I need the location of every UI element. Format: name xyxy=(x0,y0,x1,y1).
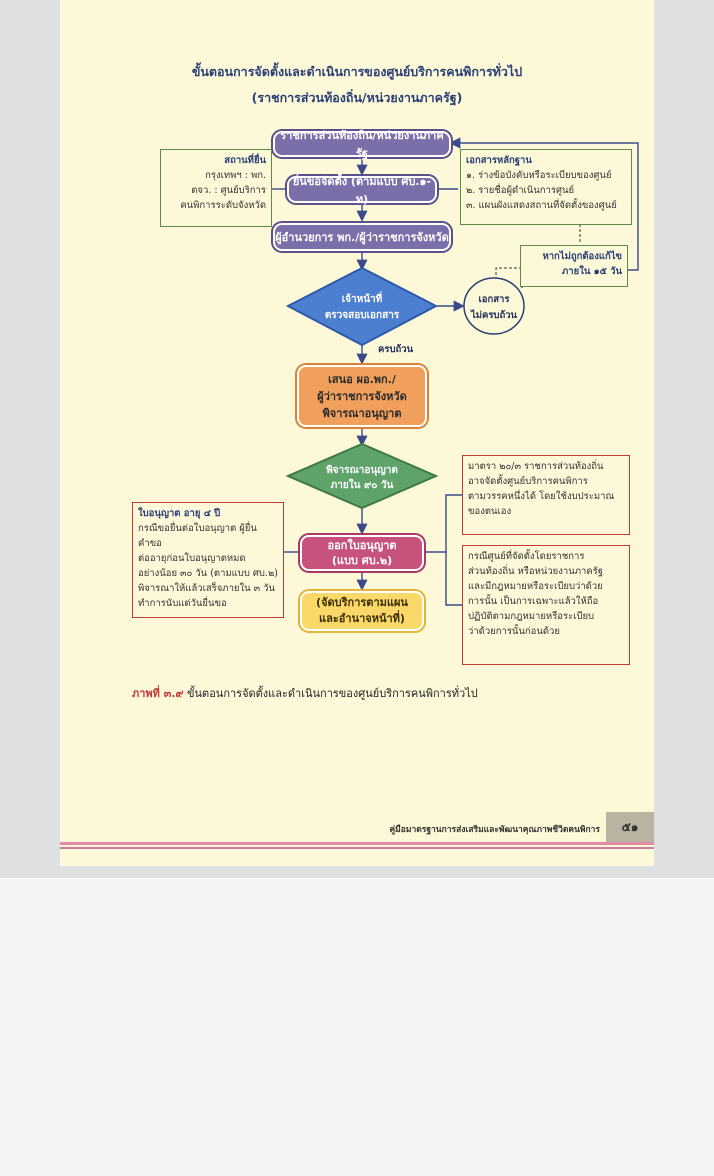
node-propose-line2: ผู้ว่าราชการจังหวัด xyxy=(317,389,407,403)
case-line6: ว่าด้วยการนั้นก่อนด้วย xyxy=(468,626,560,637)
section-line1: มาตรา ๒๐/๓ ราชการส่วนท้องถิ่น xyxy=(468,461,604,472)
box-section-20-3: มาตรา ๒๐/๓ ราชการส่วนท้องถิ่น อาจจัดตั้ง… xyxy=(462,455,630,535)
docs-line3: ๓. แผนผังแสดงสถานที่จัดตั้งของศูนย์ xyxy=(466,200,617,211)
node-issue-line2: (แบบ ศบ.๒) xyxy=(331,554,393,567)
page-subtitle: (ราชการส่วนท้องถิ่น/หน่วยงานภาครัฐ) xyxy=(251,90,463,105)
license-line5: ทำการนับแต่วันยื่นขอ xyxy=(138,598,227,609)
box-special-case: กรณีศูนย์ที่จัดตั้งโดยราชการ ส่วนท้องถิ่… xyxy=(462,545,630,665)
license-line3: อย่างน้อย ๓๐ วัน (ตามแบบ ศบ.๒) xyxy=(138,568,278,579)
bracket-right-notes xyxy=(445,494,462,606)
docs-line2: ๒. รายชื่อผู้ดำเนินการศูนย์ xyxy=(466,185,575,196)
diamond1-line1: เจ้าหน้าที่ xyxy=(341,294,383,305)
caption-prefix: ภาพที่ ๓.๙ xyxy=(132,687,184,700)
figure-caption: ภาพที่ ๓.๙ ขั้นตอนการจัดตั้งและดำเนินการ… xyxy=(132,684,478,702)
box-license-4-years: ใบอนุญาต อายุ ๔ ปี กรณีขอยื่นต่อใบอนุญาต… xyxy=(132,502,284,618)
docs-heading: เอกสารหลักฐาน xyxy=(466,155,532,166)
node-provide-line2: และอำนาจหน้าที่) xyxy=(319,612,405,625)
license-line4: พิจารณาให้แล้วเสร็จภายใน ๓ วัน xyxy=(138,583,275,594)
node-provide-services: (จัดบริการตามแผน และอำนาจหน้าที่) xyxy=(300,591,424,631)
node-propose-line3: พิจารณาอนุญาต xyxy=(322,406,402,420)
footer-rule-2 xyxy=(60,847,654,849)
label-complete: ครบถ้วน xyxy=(378,344,414,355)
node-issue-license: ออกใบอนุญาต (แบบ ศบ.๒) xyxy=(300,535,424,571)
fix-line2: ภายใน ๑๕ วัน xyxy=(562,266,622,277)
footer-text: คู่มือมาตรฐานการส่งเสริมและพัฒนาคุณภาพชี… xyxy=(389,825,600,835)
diamond-check-documents xyxy=(285,266,439,347)
circle-line2: ไม่ครบถ้วน xyxy=(470,310,518,321)
case-line1: กรณีศูนย์ที่จัดตั้งโดยราชการ xyxy=(468,551,585,562)
box-submission-place: สถานที่ยื่น กรุงเทพฯ : พก. ตจว. : ศูนย์บ… xyxy=(160,149,272,227)
page-number: ๕๑ xyxy=(606,812,654,842)
node-propose-director: เสนอ ผอ.พก./ ผู้ว่าราชการจังหวัด พิจารณา… xyxy=(297,365,427,427)
diamond1-line2: ตรวจสอบเอกสาร xyxy=(324,310,400,321)
where-line3: คนพิการระดับจังหวัด xyxy=(180,200,266,211)
section-line4: ของตนเอง xyxy=(468,506,512,517)
node-director-governor: ผู้อำนวยการ พก./ผู้ว่าราชการจังหวัด xyxy=(273,223,451,251)
document-page: ขั้นตอนการจัดตั้งและดำเนินการของศูนย์บริ… xyxy=(60,0,654,866)
case-line5: ปฏิบัติตามกฎหมายหรือระเบียบ xyxy=(468,611,595,622)
node-propose-line1: เสนอ ผอ.พก./ xyxy=(328,372,396,386)
where-line1: กรุงเทพฯ : พก. xyxy=(205,170,266,181)
flowchart-connectors xyxy=(272,137,639,606)
circle-incomplete-documents xyxy=(463,277,525,335)
license-line2: ต่ออายุก่อนใบอนุญาตหมด xyxy=(138,553,246,564)
case-line3: และมีกฎหมายหรือระเบียบว่าด้วย xyxy=(468,581,603,592)
footer-rule-1 xyxy=(60,842,654,845)
license-line1: กรณีขอยื่นต่อใบอนุญาต ผู้ยื่นคำขอ xyxy=(138,523,257,549)
node-issue-line1: ออกใบอนุญาต xyxy=(327,539,397,552)
diamond2-line2: ภายใน ๙๐ วัน xyxy=(330,480,394,491)
diamond2-line1: พิจารณาอนุญาต xyxy=(326,465,398,476)
node-provide-line1: (จัดบริการตามแผน xyxy=(316,596,408,609)
page-title: ขั้นตอนการจัดตั้งและดำเนินการของศูนย์บริ… xyxy=(191,64,523,79)
section-line3: ตามวรรคหนึ่งได้ โดยใช้งบประมาณ xyxy=(468,491,615,502)
docs-line1: ๑. ร่างข้อบังคับหรือระเบียบของศูนย์ xyxy=(466,170,612,181)
box-documents: เอกสารหลักฐาน ๑. ร่างข้อบังคับหรือระเบีย… xyxy=(460,149,632,225)
where-heading: สถานที่ยื่น xyxy=(224,155,266,166)
license-heading: ใบอนุญาต อายุ ๔ ปี xyxy=(138,508,221,519)
case-line2: ส่วนท้องถิ่น หรือหน่วยงานภาครัฐ xyxy=(468,566,603,577)
box-fix-within-15-days: หากไม่ถูกต้องแก้ไข ภายใน ๑๕ วัน xyxy=(520,245,628,287)
node-submit-request: ยื่นขอจัดตั้ง (ตามแบบ ศบ.๑-ท) xyxy=(287,175,437,206)
diamond-consider-90-days xyxy=(285,442,439,510)
section-line2: อาจจัดตั้งศูนย์บริการคนพิการ xyxy=(468,476,588,487)
fix-line1: หากไม่ถูกต้องแก้ไข xyxy=(542,251,622,262)
circle-line1: เอกสาร xyxy=(478,294,510,305)
caption-text: ขั้นตอนการจัดตั้งและดำเนินการของศูนย์บริ… xyxy=(187,687,478,700)
node-local-gov: ราชการส่วนท้องถิ่น/หน่วยงานภาครัฐ xyxy=(273,129,451,160)
where-line2: ตจว. : ศูนย์บริการ xyxy=(191,185,266,196)
case-line4: การนั้น เป็นการเฉพาะแล้วให้ถือ xyxy=(468,596,599,607)
blank-area-below-page xyxy=(0,878,714,1176)
